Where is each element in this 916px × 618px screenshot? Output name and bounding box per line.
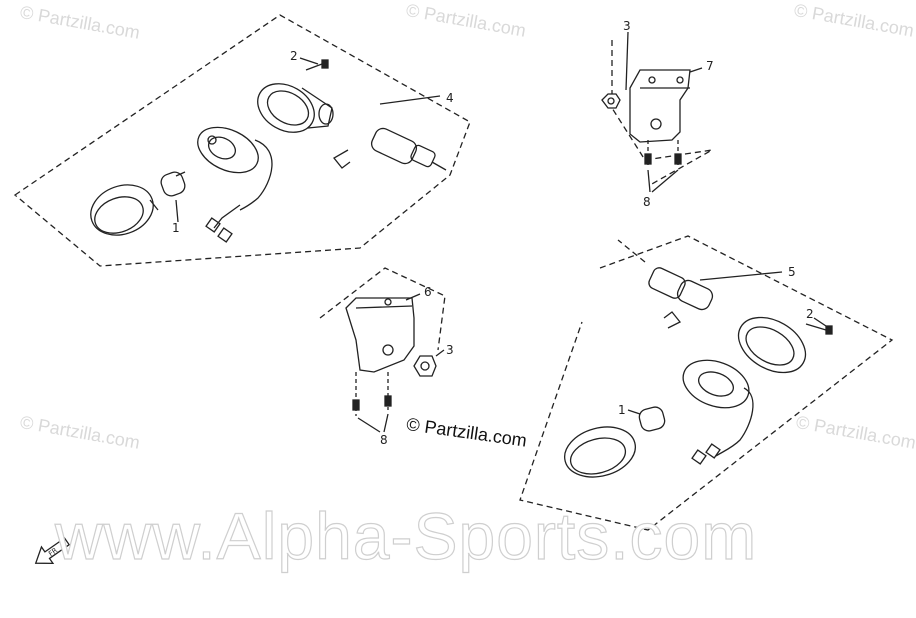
- leader-7: [689, 67, 703, 73]
- callout-3-center: 3: [446, 343, 454, 357]
- bulb-part-upper: [160, 171, 186, 197]
- nut-part-upper: [601, 93, 621, 109]
- stem-part-lower: [648, 267, 714, 329]
- leader-8-center-b: [383, 413, 389, 433]
- bracket-6-dashed-outline: [319, 267, 446, 351]
- leader-8-upper-a: [647, 169, 651, 193]
- leader-8-center-a: [357, 417, 381, 433]
- socket-part-upper: [197, 126, 273, 243]
- leader-1-upper: [175, 199, 179, 223]
- leader-8-upper-b: [651, 169, 679, 193]
- callout-6: 6: [424, 285, 432, 299]
- screw-part-lower: [805, 323, 833, 335]
- bracket-part-7: [629, 69, 691, 143]
- assembly-5-dashed-link: [617, 239, 646, 263]
- callout-5: 5: [788, 265, 796, 279]
- callout-2-lower: 2: [806, 307, 814, 321]
- bolts-part-center: [352, 372, 392, 416]
- callout-1-upper: 1: [172, 221, 180, 235]
- leader-2-lower: [813, 317, 827, 327]
- callout-4: 4: [446, 91, 454, 105]
- bracket-part-6: [345, 297, 415, 373]
- watermark-large: www.Alpha-Sports.com: [54, 498, 758, 573]
- bulb-part-lower: [638, 406, 666, 432]
- leader-2-upper: [299, 57, 319, 65]
- callout-3-upper: 3: [623, 19, 631, 33]
- housing-part-upper: [257, 83, 334, 133]
- screw-part-upper: [305, 59, 329, 71]
- callout-7: 7: [706, 59, 714, 73]
- leader-5: [699, 271, 783, 281]
- callout-2-upper: 2: [290, 49, 298, 63]
- lens-part-upper: [90, 184, 159, 236]
- leader-3-upper: [625, 31, 629, 91]
- assembly-4-dashed-outline: [13, 14, 471, 267]
- leader-1-lower: [627, 409, 641, 415]
- bracket-7-dashed-outline: [611, 40, 713, 186]
- callout-8-upper: 8: [643, 195, 651, 209]
- bolts-part-upper: [644, 140, 682, 168]
- assembly-5-dashed-outline: [519, 235, 894, 531]
- callout-8-center: 8: [380, 433, 388, 447]
- front-direction-arrow: FR: [34, 537, 71, 565]
- callout-1-lower: 1: [618, 403, 626, 417]
- housing-part-lower: [737, 316, 807, 374]
- lens-part-lower: [564, 426, 636, 478]
- leader-3-center: [435, 349, 445, 357]
- nut-part-center: [413, 355, 437, 377]
- leader-6: [405, 293, 421, 301]
- socket-part-lower: [682, 359, 754, 465]
- stem-part-upper: [333, 127, 447, 171]
- leader-4: [379, 95, 441, 105]
- front-arrow-label: FR: [47, 546, 59, 558]
